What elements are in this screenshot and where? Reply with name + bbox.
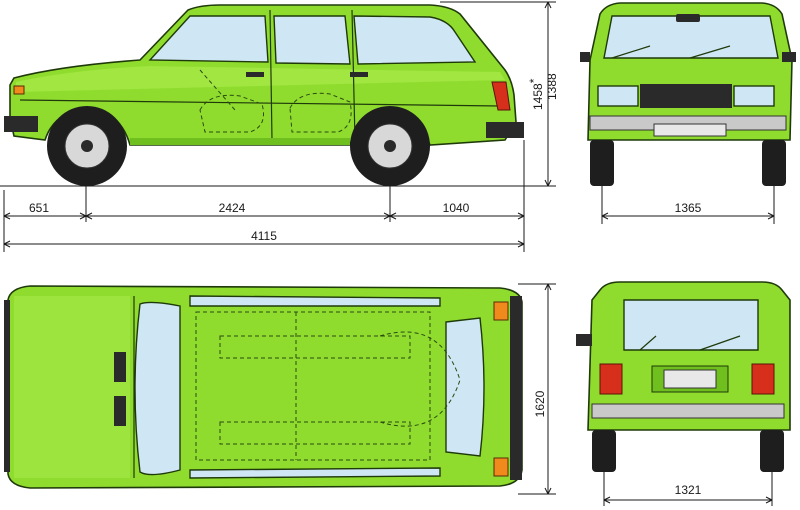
top-tail-light-left (493, 301, 509, 321)
top-front-bumper (4, 300, 10, 472)
front-wheel (47, 106, 127, 186)
rear-overhang-label: 1040 (443, 201, 470, 215)
front-right-tire (762, 140, 786, 186)
rear-light-left (599, 363, 623, 395)
overall-length-label: 4115 (251, 229, 277, 243)
width-dimension: 1620 (518, 283, 556, 495)
rear-right-tire (760, 430, 784, 472)
rear-license-plate (663, 369, 717, 389)
turn-signal (13, 85, 25, 95)
rear-wheel (350, 106, 430, 186)
rear-left-tire (592, 430, 616, 472)
top-view (4, 285, 523, 489)
wheelbase-label: 2424 (219, 201, 246, 215)
rear-track-label: 1321 (675, 483, 702, 497)
mirror (676, 14, 700, 22)
door-handle (350, 72, 368, 77)
top-windshield (134, 301, 181, 476)
rear-window (623, 299, 759, 351)
height-loaded-label: 1458* (527, 78, 545, 110)
rear-bumper-chrome (591, 403, 785, 419)
top-rear-window (445, 317, 485, 457)
front-view (580, 2, 796, 186)
height-unloaded-label: 1388 (545, 73, 559, 100)
height-dimension: 1458* 1388 (440, 1, 559, 187)
grille (640, 84, 732, 108)
windshield (603, 15, 779, 59)
side-view (4, 4, 524, 186)
front-overhang-label: 651 (29, 201, 49, 215)
door-handle (246, 72, 264, 77)
front-bumper (4, 116, 38, 132)
headlight-right (733, 85, 775, 107)
side-mirror-left (580, 52, 590, 62)
rear-track-dimension: 1321 (603, 472, 773, 506)
rear-view (576, 281, 791, 472)
front-track-label: 1365 (675, 201, 702, 215)
top-tail-light-right (493, 457, 509, 477)
headlight-left (597, 85, 639, 107)
top-rear-bumper (510, 296, 522, 480)
front-left-tire (590, 140, 614, 186)
rear-mirror-left (576, 334, 592, 346)
tail-light (491, 81, 511, 111)
rear-bumper (486, 122, 524, 138)
license-plate (653, 123, 727, 137)
length-dimensions: 651 2424 1040 4115 (0, 140, 550, 252)
hood-vents (114, 352, 126, 426)
rear-light-right (751, 363, 775, 395)
overall-width-label: 1620 (533, 390, 547, 417)
front-track-dimension: 1365 (601, 186, 775, 224)
side-mirror-right (782, 52, 796, 62)
